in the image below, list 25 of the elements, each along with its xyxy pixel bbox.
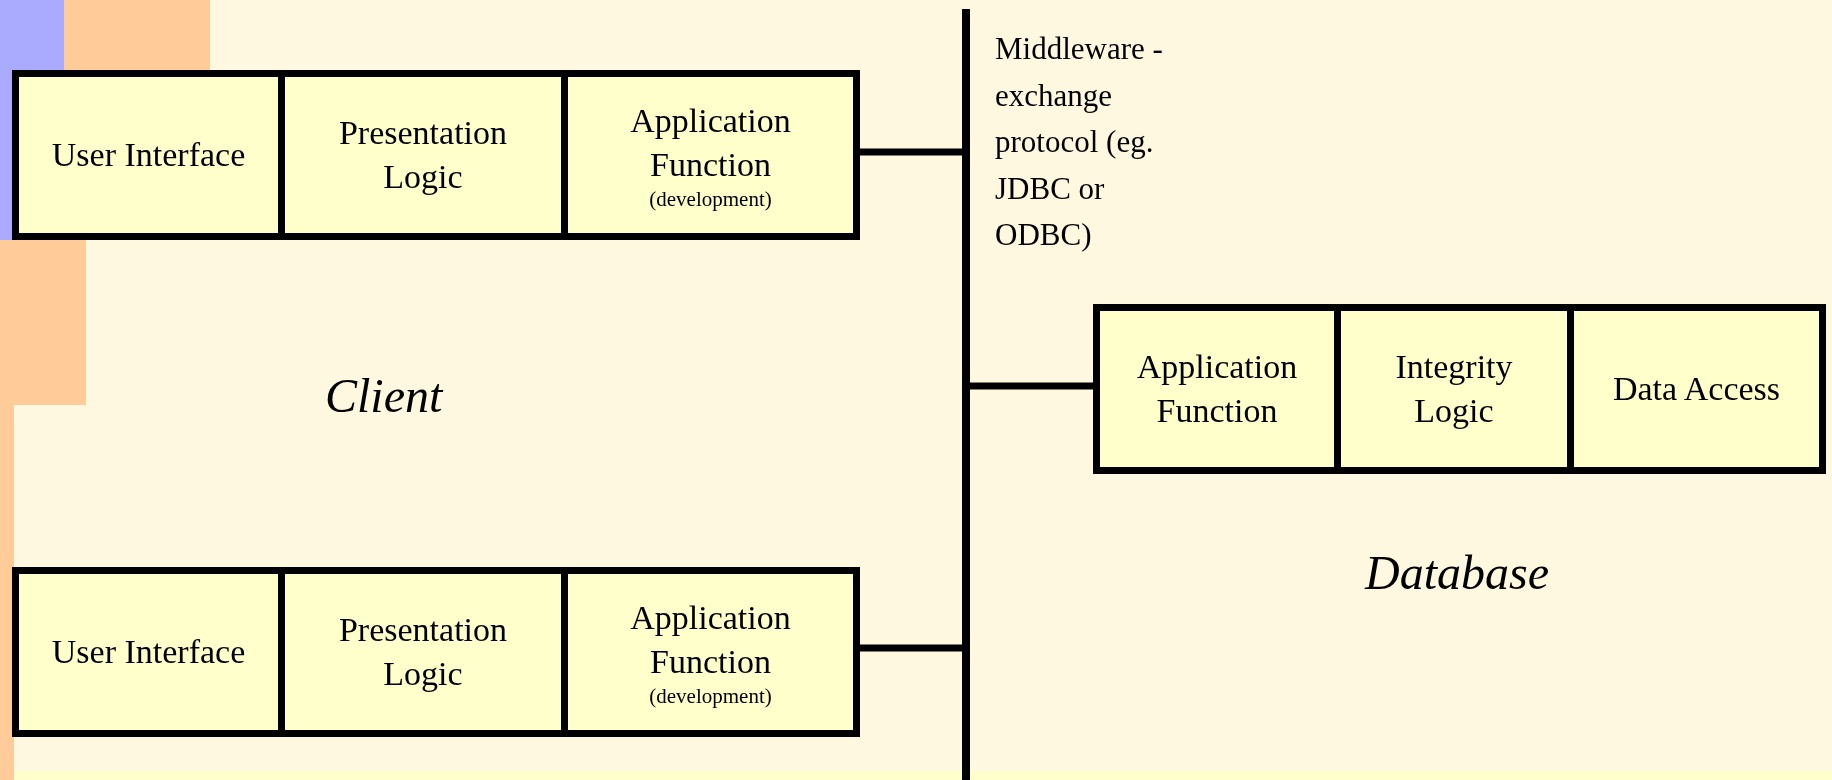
box-label: User Interface	[51, 631, 246, 672]
note-text: (development)	[649, 684, 772, 708]
component-box	[12, 567, 285, 737]
section-label: Database	[1365, 545, 1549, 600]
component-box	[1574, 304, 1826, 474]
connector-line	[860, 644, 962, 652]
box-label: Application Function	[629, 101, 792, 186]
component-box	[285, 70, 568, 240]
box-label: Presentation Logic	[337, 112, 509, 197]
section-label: Client	[325, 368, 443, 423]
component-box	[285, 567, 568, 737]
box-label: Application Function	[629, 598, 792, 683]
connector-line	[860, 148, 962, 156]
component-box	[12, 70, 285, 240]
component-box	[1341, 304, 1574, 474]
note-text: (development)	[649, 187, 772, 211]
box-label: Data Access	[1612, 368, 1781, 409]
component-box	[568, 567, 860, 737]
component-box	[568, 70, 860, 240]
component-box	[1093, 304, 1341, 474]
box-label: User Interface	[51, 134, 246, 175]
box-label: Application Function	[1135, 346, 1299, 431]
box-label: Integrity Logic	[1394, 346, 1514, 431]
box-label: Presentation Logic	[337, 609, 509, 694]
annotation-text: Middleware - exchange protocol (eg. JDBC or ODBC)	[995, 30, 1164, 254]
